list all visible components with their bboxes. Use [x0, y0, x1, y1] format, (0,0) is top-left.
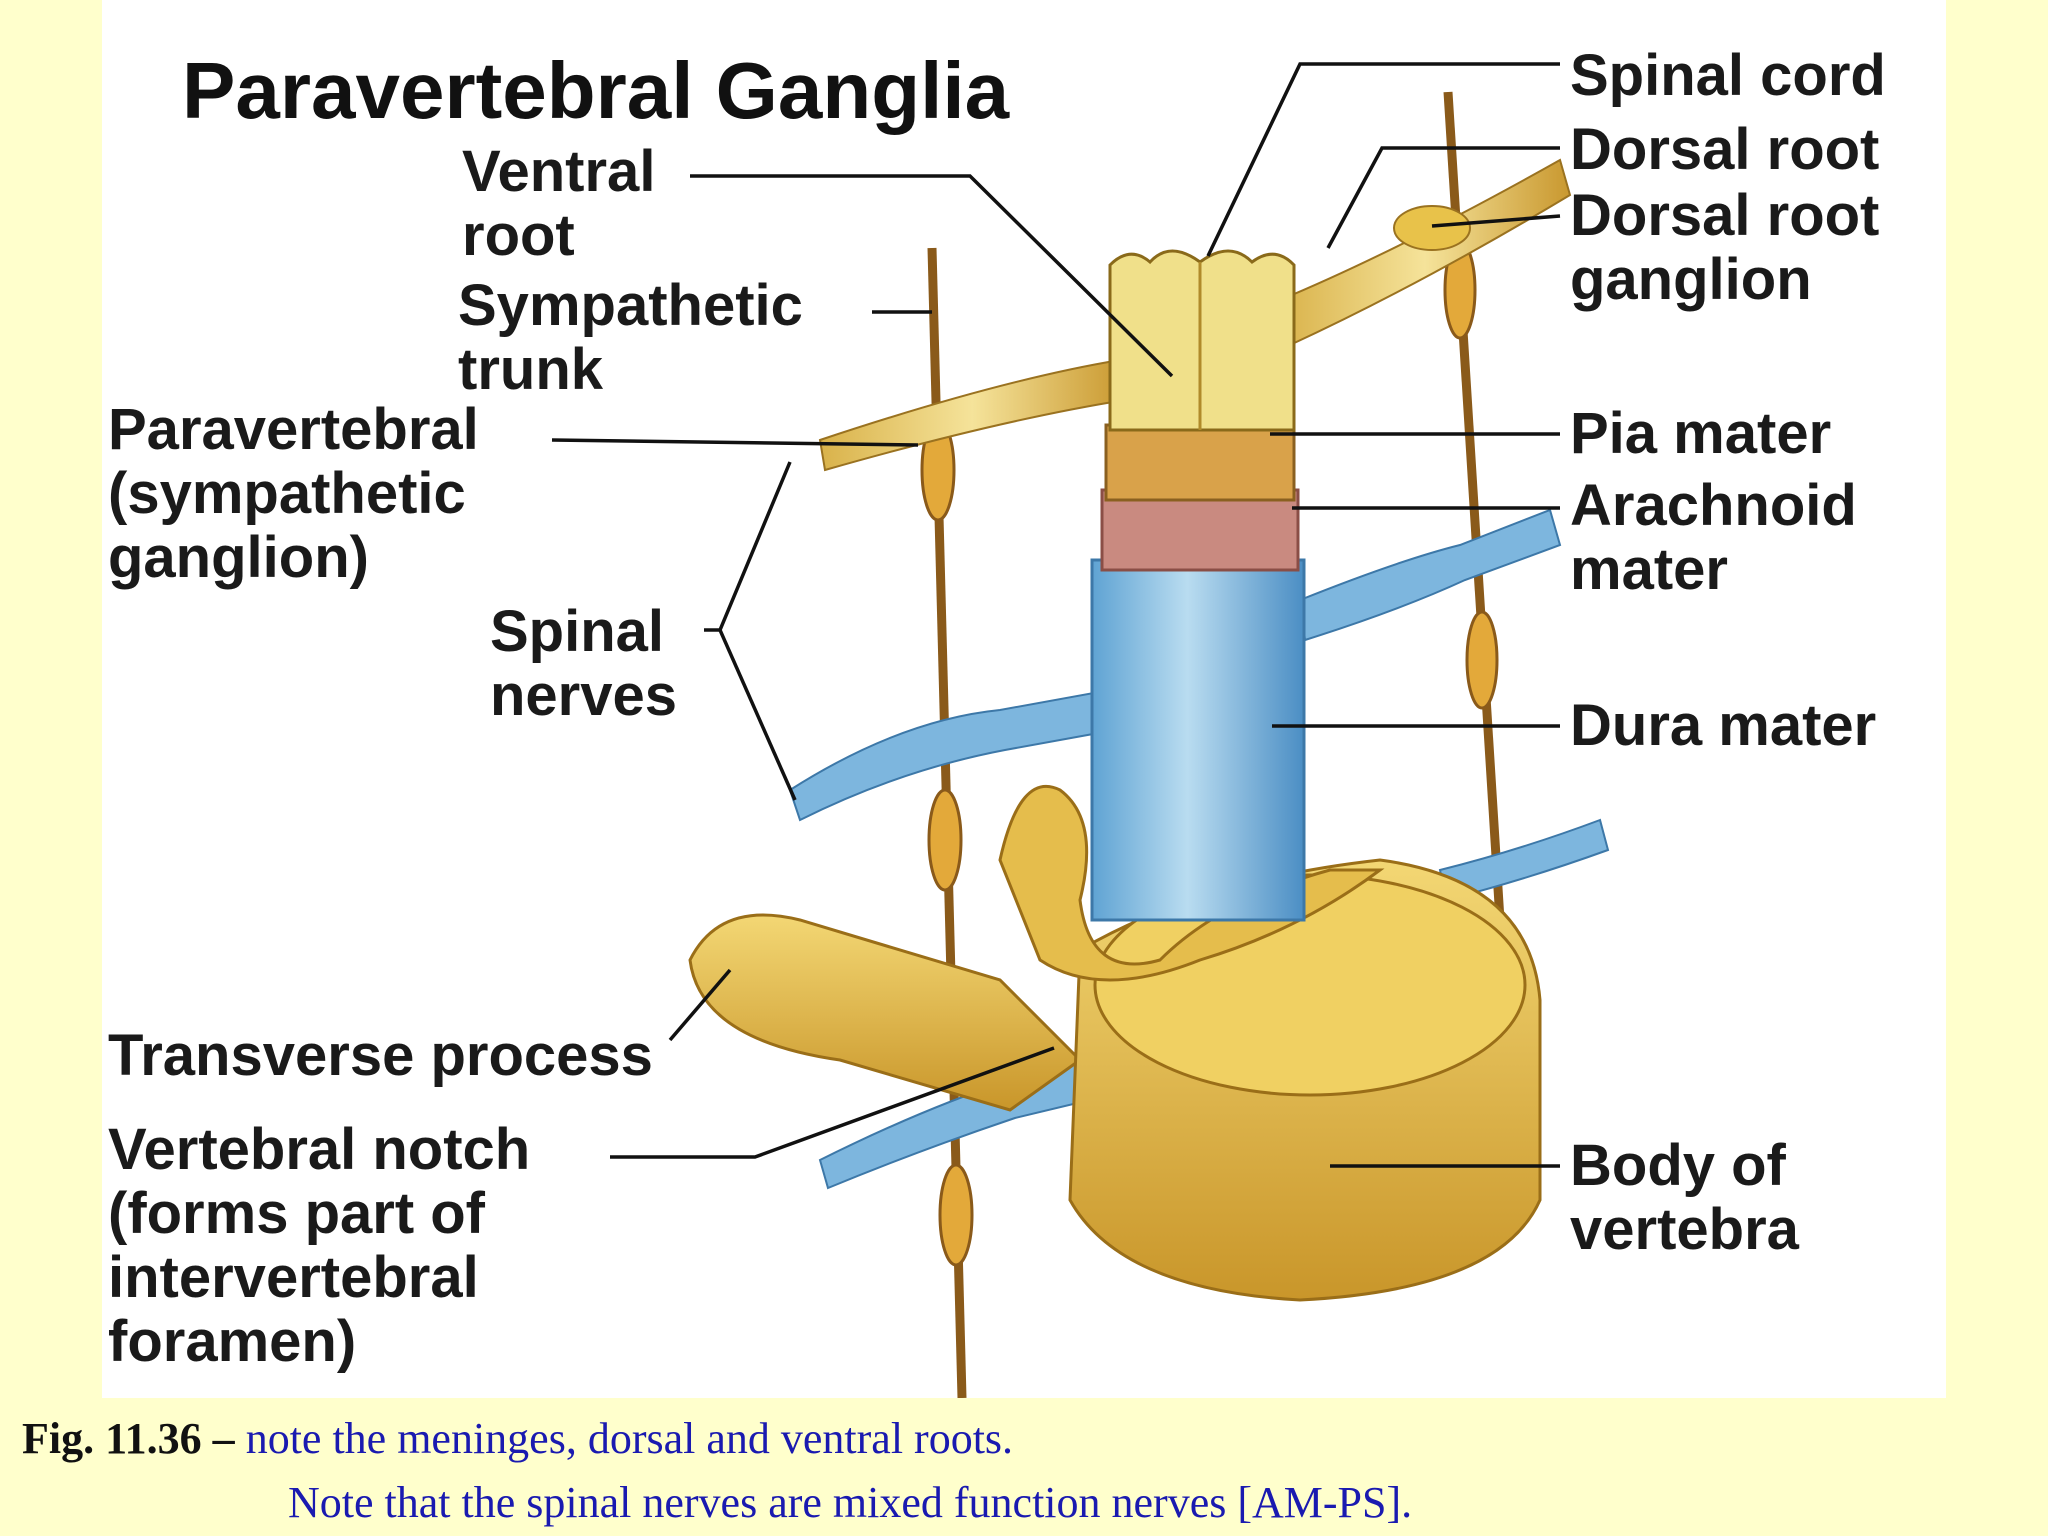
caption-line-1: Fig. 11.36 – note the meninges, dorsal a… [22, 1414, 1013, 1464]
spinal-cord-meninges [1090, 249, 1306, 922]
diagram-title: Paravertebral Ganglia [182, 46, 1010, 135]
label-spinal-nerves: Spinal nerves [490, 599, 678, 728]
label-dorsal-root-ganglion: Dorsal root ganglion [1570, 183, 1880, 312]
label-ventral-root: Ventral root [462, 139, 656, 268]
label-pia-mater: Pia mater [1570, 401, 1832, 466]
label-arachnoid-mater: Arachnoid mater [1570, 473, 1857, 602]
spinal-nerves [788, 158, 1610, 1190]
label-sympathetic-trunk: Sympathetic trunk [458, 273, 803, 402]
label-dura-mater: Dura mater [1570, 693, 1877, 758]
leader-lines [551, 62, 1561, 1168]
figure-panel [102, 0, 1946, 1398]
label-dorsal-root: Dorsal root [1570, 117, 1880, 182]
label-spinal-cord: Spinal cord [1570, 43, 1886, 108]
label-body-of-vertebra: Body of vertebra [1570, 1133, 1799, 1262]
figure-number: Fig. 11.36 – [22, 1414, 235, 1463]
caption-text-1: note the meninges, dorsal and ventral ro… [234, 1414, 1014, 1463]
label-vertebral-notch: Vertebral notch (forms part of intervert… [108, 1117, 531, 1374]
caption-line-2: Note that the spinal nerves are mixed fu… [288, 1478, 1413, 1527]
label-transverse-process: Transverse process [108, 1023, 653, 1088]
label-paravertebral-ganglion: Paravertebral (sympathetic ganglion) [108, 397, 479, 590]
anatomy-illustration [551, 62, 1610, 1398]
